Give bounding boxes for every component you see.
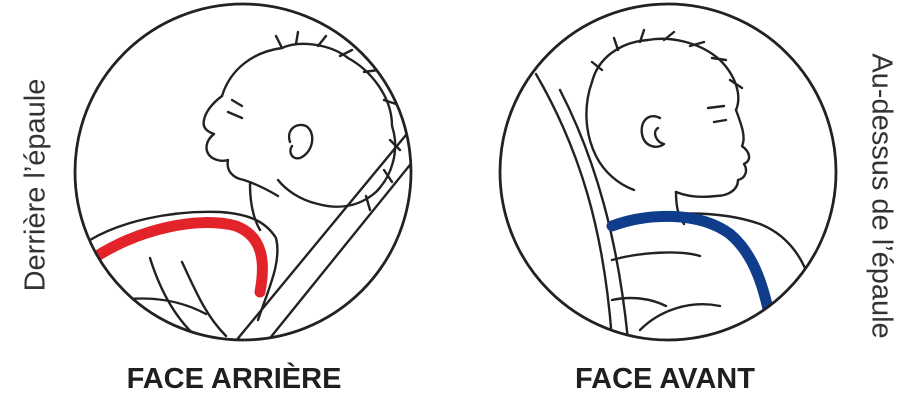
front-shirt-lines <box>612 253 720 330</box>
front-hair-outline <box>592 39 738 110</box>
front-frame-circle <box>500 4 836 340</box>
front-face-profile <box>676 110 749 197</box>
front-seat-edge <box>536 74 612 340</box>
front-eye <box>708 106 726 122</box>
rear-seat-edge <box>230 118 420 348</box>
rear-eye <box>228 100 242 118</box>
rear-neck <box>250 184 260 230</box>
rear-facing-illustration-icon <box>75 4 422 348</box>
rear-frame-circle <box>75 4 411 340</box>
rear-harness-strap <box>94 223 262 292</box>
rear-seat-edge-inner <box>262 150 422 348</box>
forward-facing-illustration-icon <box>500 4 836 340</box>
rear-face-profile <box>204 96 278 196</box>
rear-shirt-fold <box>120 299 206 314</box>
rear-ear <box>289 125 312 158</box>
front-ear <box>642 116 664 147</box>
forward-facing-caption: FACE AVANT <box>575 362 755 397</box>
rear-facing-caption: FACE ARRIÈRE <box>127 362 342 397</box>
front-harness-strap <box>612 216 772 326</box>
